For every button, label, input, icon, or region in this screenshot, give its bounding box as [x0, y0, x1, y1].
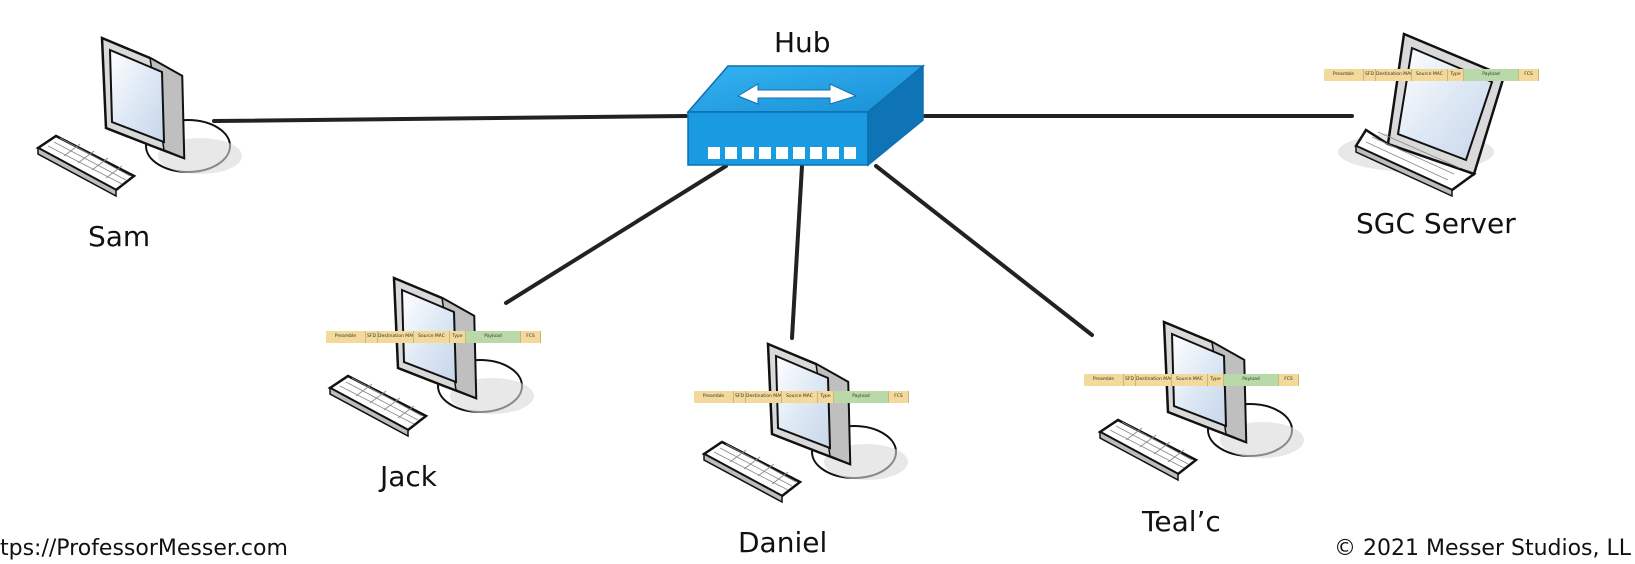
- frame-field: FCS: [1279, 374, 1299, 386]
- node-label-jack: Jack: [380, 460, 438, 493]
- footer-website-link[interactable]: tps://ProfessorMesser.com: [0, 536, 288, 561]
- node-label-sgc-server: SGC Server: [1356, 207, 1516, 240]
- hub-label: Hub: [774, 26, 831, 59]
- frame-field: Source MAC: [1412, 69, 1448, 81]
- ethernet-frame: Preamble SFD Destination MAC Source MAC …: [1324, 69, 1539, 81]
- tealc-computer-icon: [1098, 320, 1306, 482]
- frame-field: Payload: [466, 331, 521, 343]
- hub-icon: [686, 64, 926, 167]
- sgc-server-laptop-icon: [1336, 32, 1506, 198]
- frame-field: Source MAC: [414, 331, 450, 343]
- node-label-daniel: Daniel: [738, 526, 828, 559]
- frame-field: Source MAC: [1172, 374, 1208, 386]
- frame-field: Destination MAC: [1136, 374, 1172, 386]
- frame-field: Type: [1448, 69, 1464, 81]
- frame-field: Destination MAC: [378, 331, 414, 343]
- frame-field: Preamble: [694, 391, 734, 403]
- frame-field: SFD: [1124, 374, 1136, 386]
- cable-lines: [212, 114, 1354, 340]
- frame-field: Preamble: [1324, 69, 1364, 81]
- frame-field: Payload: [1464, 69, 1519, 81]
- frame-field: Type: [450, 331, 466, 343]
- cable-jack: [504, 164, 728, 305]
- ethernet-frame: Preamble SFD Destination MAC Source MAC …: [326, 331, 541, 343]
- frame-field: SFD: [1364, 69, 1376, 81]
- ethernet-frame: Preamble SFD Destination MAC Source MAC …: [1084, 374, 1299, 386]
- cable-sam: [212, 114, 688, 123]
- footer-copyright: © 2021 Messer Studios, LL: [1334, 536, 1632, 561]
- frame-field: Source MAC: [782, 391, 818, 403]
- frame-field: Destination MAC: [746, 391, 782, 403]
- frame-field: FCS: [889, 391, 909, 403]
- frame-field: Payload: [834, 391, 889, 403]
- cable-tealc: [874, 164, 1094, 337]
- frame-field: Payload: [1224, 374, 1279, 386]
- frame-field: FCS: [1519, 69, 1539, 81]
- frame-field: Type: [818, 391, 834, 403]
- jack-computer-icon: [328, 276, 536, 438]
- node-label-tealc: Teal’c: [1142, 505, 1221, 538]
- node-label-sam: Sam: [88, 220, 151, 253]
- frame-field: FCS: [521, 331, 541, 343]
- frame-field: Type: [1208, 374, 1224, 386]
- ethernet-frame: Preamble SFD Destination MAC Source MAC …: [694, 391, 909, 403]
- frame-field: Preamble: [1084, 374, 1124, 386]
- cable-daniel: [790, 164, 804, 340]
- daniel-computer-icon: [702, 342, 910, 504]
- frame-field: SFD: [734, 391, 746, 403]
- frame-field: Destination MAC: [1376, 69, 1412, 81]
- frame-field: SFD: [366, 331, 378, 343]
- frame-field: Preamble: [326, 331, 366, 343]
- sam-computer-icon: [36, 36, 244, 198]
